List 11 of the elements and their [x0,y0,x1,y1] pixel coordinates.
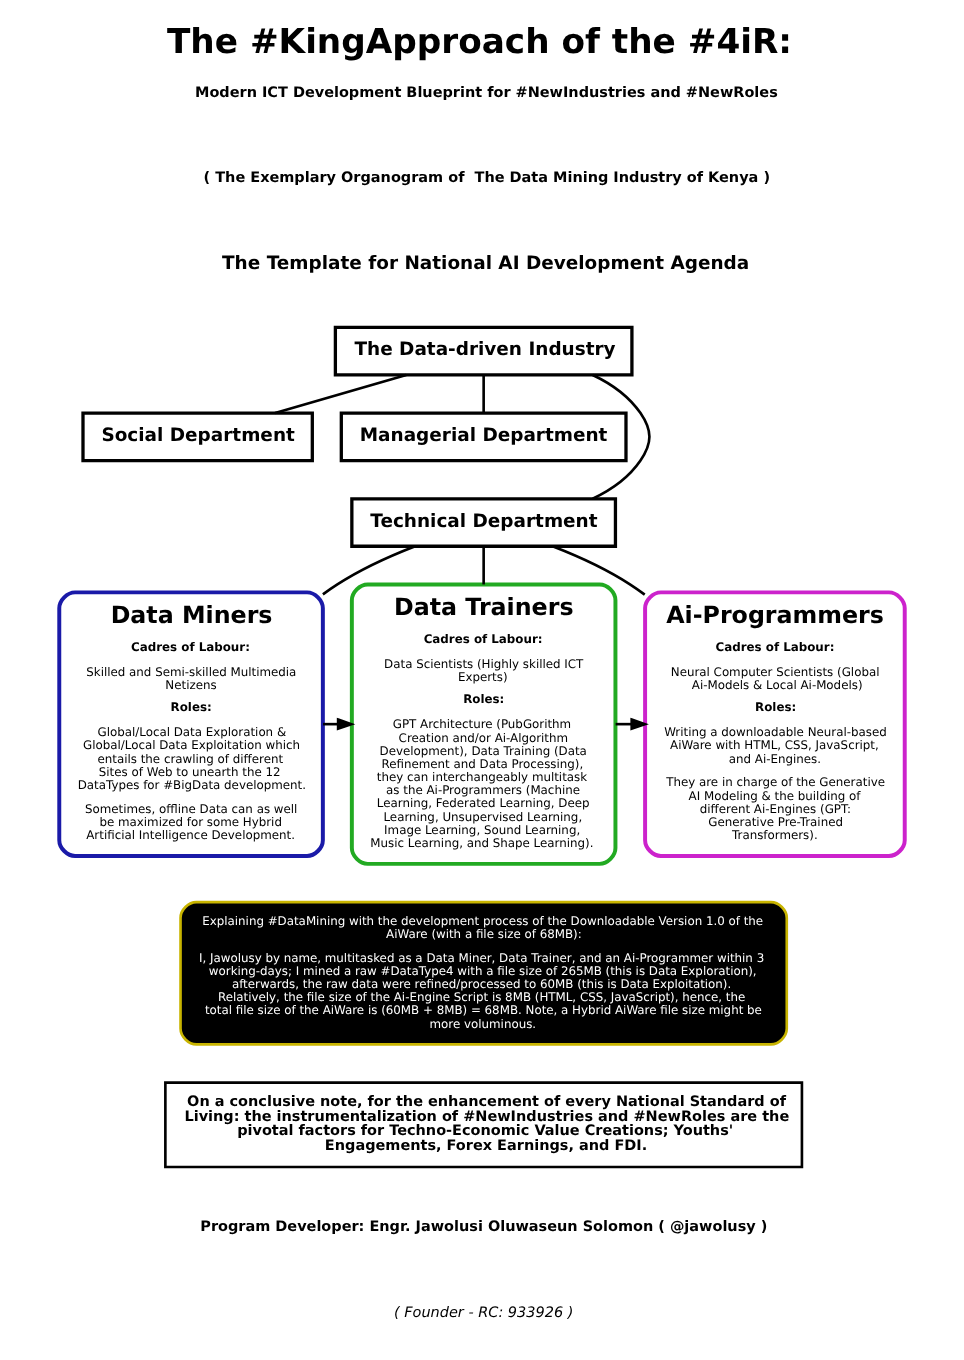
node-box: The Data-driven Industry [333,325,634,377]
connector [482,546,485,585]
connector [552,545,646,596]
node-box: Managerial Department [339,411,628,463]
node-box: Social Department [81,411,314,463]
connector [592,373,651,500]
connector [274,373,407,415]
diagram-title: The #KingApproach of the #4iR: [167,23,793,64]
node-box: Technical Department [350,497,618,548]
label: The Template for National AI Development Agenda [222,253,750,276]
connector [482,375,485,413]
